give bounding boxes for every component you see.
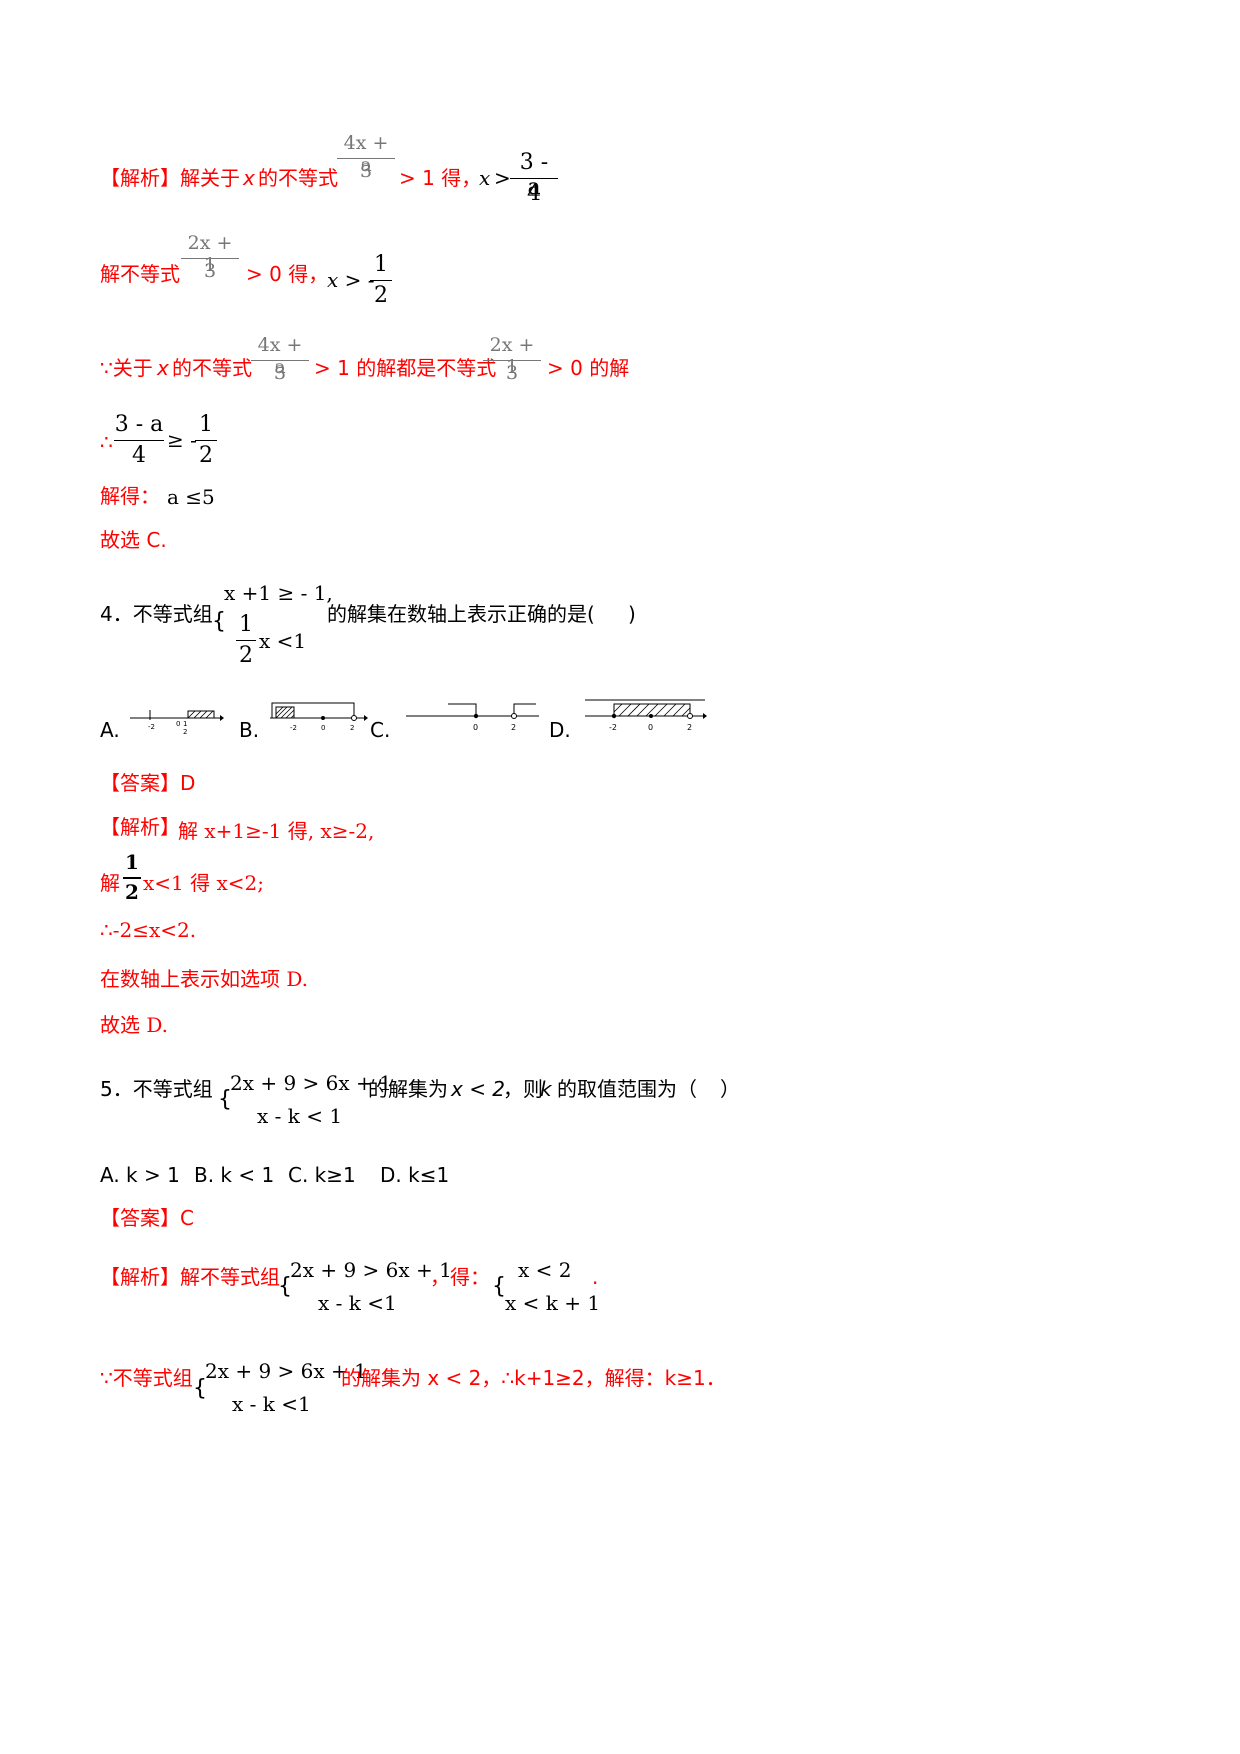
q5-suffix2: ，则 — [503, 1077, 543, 1101]
q4-solve-label: 解 — [100, 871, 120, 895]
sys1-line1: 2x + 9 > 6x + 1 — [290, 1258, 452, 1282]
q5-suffix3: 的取值范围为（ — [557, 1077, 697, 1101]
fraction-4x-plus-a-over-3: 4x + a 3 — [337, 132, 395, 184]
q4-suffix: 的解集在数轴上表示正确的是( — [327, 602, 595, 626]
option-b[interactable]: B. k < 1 — [194, 1163, 275, 1187]
tick-label: -2 — [148, 723, 155, 731]
option-a-number-line[interactable]: -2 0 1 2 — [128, 700, 224, 740]
fraction-1-over-2: 1 2 — [236, 612, 256, 668]
text-because: ∵关于 — [100, 356, 153, 380]
option-c[interactable]: C. k≥1 — [288, 1163, 356, 1187]
fraction-3-minus-a-over-4: 3 - a 4 — [510, 150, 558, 206]
q4-solution-line3: ∴-2≤x<2. — [100, 918, 197, 942]
tick-label: 0 — [321, 724, 325, 732]
q5-close-paren: ） — [720, 1077, 740, 1101]
q4-system-line1: x +1 ≥ - 1, — [224, 581, 333, 605]
q5-system-line2: x - k < 1 — [257, 1104, 343, 1128]
text-solve-inequality: 解不等式 — [100, 262, 180, 286]
option-d[interactable]: D. k≤1 — [380, 1163, 450, 1187]
fraction-1-over-2: 1 2 — [370, 252, 392, 308]
var-x: x — [479, 166, 491, 190]
gt-sign: > — [494, 166, 511, 190]
analysis-label: 【解析】解不等式组 — [100, 1265, 280, 1289]
system-brace: { — [218, 1087, 232, 1112]
tick-label: 1 — [183, 720, 187, 728]
fraction-2x-plus-1-over-3: 2x + 1 3 — [483, 334, 541, 386]
fraction-4x-plus-a-over-3: 4x + a 3 — [251, 334, 309, 386]
tick-label: 0 — [473, 723, 478, 732]
text-gt1: > 1 得， — [399, 166, 482, 190]
fraction-1-over-2: 1 2 — [195, 412, 217, 468]
therefore-sign: ∴ — [100, 430, 113, 454]
q4-prefix: 4．不等式组 — [100, 602, 213, 626]
q4-answer: 【答案】D — [100, 771, 196, 795]
tick-label: -2 — [609, 723, 617, 732]
text-because: ∵不等式组 — [100, 1366, 193, 1390]
fraction-1-over-2: 1 2 — [123, 850, 141, 904]
var-x: x — [157, 356, 169, 380]
text-solutions-are: > 1 的解都是不等式 — [314, 356, 497, 380]
tick-label: -2 — [290, 724, 297, 732]
text-gt0-solution: > 0 的解 — [547, 356, 630, 380]
var-x: x — [243, 166, 255, 190]
sys2-line2: x < k + 1 — [505, 1291, 601, 1315]
tick-label: 2 — [687, 723, 692, 732]
option-c-label[interactable]: C. — [370, 718, 391, 742]
text-get: ，得： — [430, 1265, 490, 1289]
option-a[interactable]: A. k > 1 — [100, 1163, 180, 1187]
tick-label: 0 — [648, 723, 653, 732]
text-inequality: 的不等式 — [172, 356, 252, 380]
tick-label: 0 — [176, 720, 180, 728]
q5-system-line1: 2x + 9 > 6x + 1 — [230, 1071, 392, 1095]
analysis-label: 【解析】解关于 — [100, 166, 240, 190]
q4-solution-line4: 在数轴上表示如选项 D. — [100, 967, 309, 991]
q4-solution-line5: 故选 D. — [100, 1013, 169, 1037]
tick-label: 2 — [350, 724, 354, 732]
q4-close-paren: ) — [628, 602, 636, 626]
q5-condition: x < 2 — [451, 1077, 506, 1101]
option-d-number-line[interactable]: -2 0 2 — [583, 696, 709, 738]
system-brace: { — [212, 609, 226, 634]
analysis-label: 【解析】 — [100, 815, 180, 839]
tick-label: 2 — [511, 723, 516, 732]
expr-x-gt-minus: x > - — [327, 268, 375, 292]
sys3-line2: x - k <1 — [232, 1392, 311, 1416]
sys3-line1: 2x + 9 > 6x + 1 — [205, 1359, 367, 1383]
option-b-label[interactable]: B. — [239, 718, 260, 742]
choose-c: 故选 C. — [100, 528, 167, 552]
text-gt0: > 0 得， — [246, 262, 329, 286]
tick-label: 2 — [183, 728, 187, 736]
option-a-label[interactable]: A. — [100, 718, 120, 742]
option-b-number-line[interactable]: -2 0 2 — [268, 700, 370, 738]
text-inequality: 的不等式 — [258, 166, 338, 190]
fraction-2x-plus-1-over-3: 2x + 1 3 — [181, 232, 239, 284]
system-brace: { — [193, 1376, 207, 1401]
q5-prefix: 5．不等式组 — [100, 1077, 213, 1101]
system-brace: { — [492, 1274, 506, 1299]
q4-solution-line1: 解 x+1≥-1 得, x≥-2, — [178, 819, 375, 843]
fraction-3-minus-a-over-4: 3 - a 4 — [114, 412, 164, 468]
option-d-label[interactable]: D. — [549, 718, 571, 742]
period: . — [592, 1265, 599, 1289]
option-c-number-line[interactable]: 0 2 — [404, 700, 544, 738]
sys2-line1: x < 2 — [518, 1258, 572, 1282]
q4-solution-line2: x<1 得 x<2; — [143, 871, 264, 895]
q5-suffix1: 的解集为 — [368, 1077, 448, 1101]
geq-minus: ≥ - — [167, 428, 197, 452]
solve-label: 解得： — [100, 484, 160, 508]
q4-system-line2: x <1 — [259, 629, 307, 653]
result-a-leq-5: a ≤5 — [167, 485, 215, 509]
q5-conclusion: 的解集为 x < 2，∴k+1≥2，解得：k≥1． — [341, 1366, 726, 1390]
system-brace: { — [278, 1274, 292, 1299]
sys1-line2: x - k <1 — [318, 1291, 397, 1315]
var-k: k — [540, 1077, 552, 1101]
q5-answer: 【答案】C — [100, 1206, 194, 1230]
